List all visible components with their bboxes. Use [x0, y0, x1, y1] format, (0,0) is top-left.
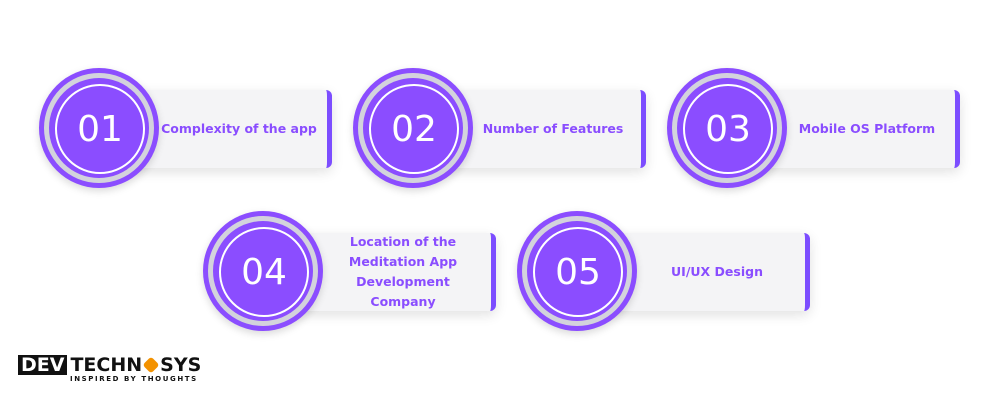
item-number: 02	[369, 84, 459, 174]
item-03: Mobile OS Platform 03	[667, 68, 987, 192]
item-card: Location of the Meditation App Developme…	[293, 233, 496, 311]
item-card: Complexity of the app	[129, 90, 332, 168]
item-label: UI/UX Design	[671, 264, 763, 279]
item-label: Number of Features	[482, 121, 624, 136]
item-number: 05	[533, 227, 623, 317]
number-badge: 01	[39, 68, 159, 188]
item-card: Mobile OS Platform	[757, 90, 960, 168]
company-logo: DEV TECHN SYS INSPIRED BY THOUGHTS	[18, 355, 201, 383]
logo-tagline: INSPIRED BY THOUGHTS	[70, 375, 198, 383]
item-01: Complexity of the app 01	[39, 68, 359, 192]
logo-dev: DEV	[18, 355, 68, 375]
number-badge: 05	[517, 211, 637, 331]
number-badge: 02	[353, 68, 473, 188]
item-label: Location of the Meditation App Developme…	[348, 234, 458, 309]
item-number: 04	[219, 227, 309, 317]
code-hexagon-icon	[142, 356, 160, 374]
number-badge: 03	[667, 68, 787, 188]
item-05: UI/UX Design 05	[517, 211, 837, 335]
item-number: 01	[55, 84, 145, 174]
item-card: UI/UX Design	[607, 233, 810, 311]
item-number: 03	[683, 84, 773, 174]
item-02: Number of Features 02	[353, 68, 673, 192]
item-label: Mobile OS Platform	[798, 121, 936, 136]
item-04: Location of the Meditation App Developme…	[203, 211, 523, 335]
logo-sys: SYS	[160, 354, 202, 376]
item-label: Complexity of the app	[161, 121, 317, 136]
number-badge: 04	[203, 211, 323, 331]
item-card: Number of Features	[443, 90, 646, 168]
logo-tech: TECHN	[70, 354, 143, 376]
